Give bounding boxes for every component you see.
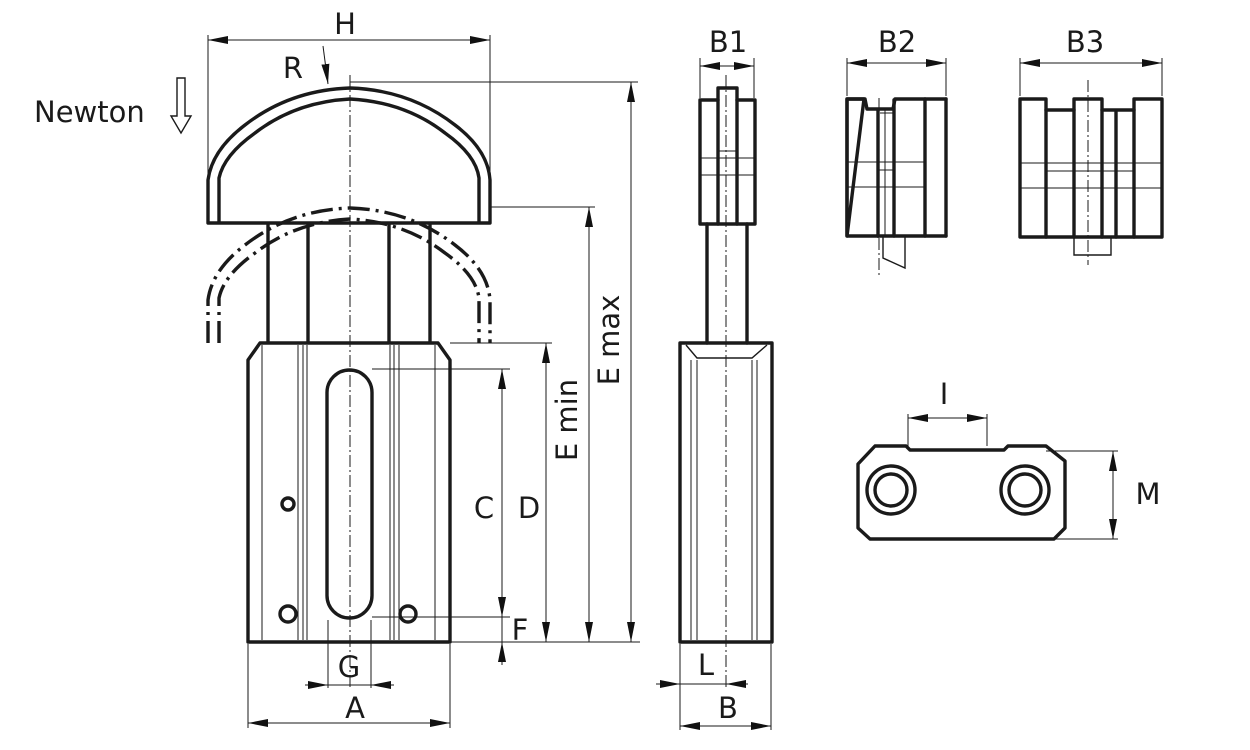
variant-B3: B3 [1018,25,1164,265]
body-hole [398,604,418,624]
side-view: B1 L B [656,25,774,730]
dim-label-B1: B1 [709,25,747,59]
cap-outer-outline [206,86,492,225]
b3-outline [1018,97,1164,239]
dim-leader-R [321,45,330,85]
dim-label-B: B [718,691,738,725]
body-hole [280,496,296,512]
dim-label-L: L [698,648,714,682]
dim-label-F: F [512,613,529,647]
force-arrow-icon [169,77,193,135]
dim-label-B3: B3 [1066,25,1104,59]
counterbore-outer [865,464,917,516]
front-view: H R Newton A G C F D [34,7,640,728]
dim-label-I: I [940,377,949,411]
dim-label-C: C [474,491,494,525]
variant-B2: B2 [845,25,948,278]
dim-label-H: H [334,7,356,41]
dim-label-E-max: E max [592,295,626,386]
dim-label-A: A [345,691,365,725]
body-hole [278,604,298,624]
cap-retracted-outer [206,206,492,343]
force-label: Newton [34,95,145,129]
counterbore-inner [873,472,909,508]
dim-label-R: R [283,51,303,85]
counterbore-outer [999,464,1051,516]
dim-label-M: M [1135,477,1160,511]
counterbore-inner [1007,472,1043,508]
body-outline [246,341,452,644]
dim-label-G: G [338,650,360,684]
dim-label-D: D [518,491,540,525]
dim-label-B2: B2 [878,25,916,59]
side-body-outline [678,341,774,644]
dim-label-E-min: E min [550,379,584,461]
side-cap-outline [698,86,757,226]
bottom-view: I M [856,377,1161,541]
plate-outline [856,444,1067,541]
b2-outline [845,97,927,238]
